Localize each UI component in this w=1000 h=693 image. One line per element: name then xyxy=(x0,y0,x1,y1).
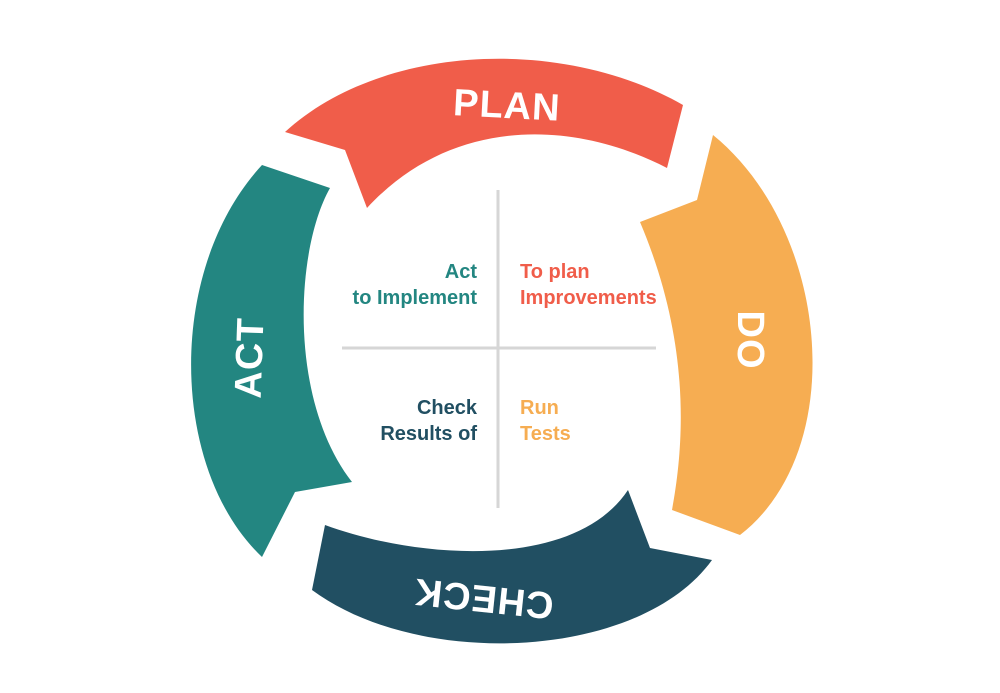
do-segment xyxy=(640,135,813,535)
quadrant-bottom-left-line2: Results of xyxy=(380,423,477,445)
quadrant-bottom-left-line1: Check xyxy=(417,397,478,419)
quadrant-top-right-line2: Improvements xyxy=(520,287,657,309)
quadrant-top-left-line2: to Implement xyxy=(353,287,478,309)
plan-segment xyxy=(285,58,683,208)
quadrant-bottom-right-line1: Run xyxy=(520,397,559,419)
do-label: DO xyxy=(729,311,771,370)
act-segment xyxy=(191,165,352,557)
quadrant-top-right-line1: To plan xyxy=(520,261,590,283)
plan-label: PLAN xyxy=(452,82,562,130)
quadrant-top-left-line1: Act xyxy=(445,261,478,283)
check-segment xyxy=(312,490,712,644)
act-label: ACT xyxy=(228,317,273,400)
quadrant-bottom-right-line2: Tests xyxy=(520,423,571,445)
